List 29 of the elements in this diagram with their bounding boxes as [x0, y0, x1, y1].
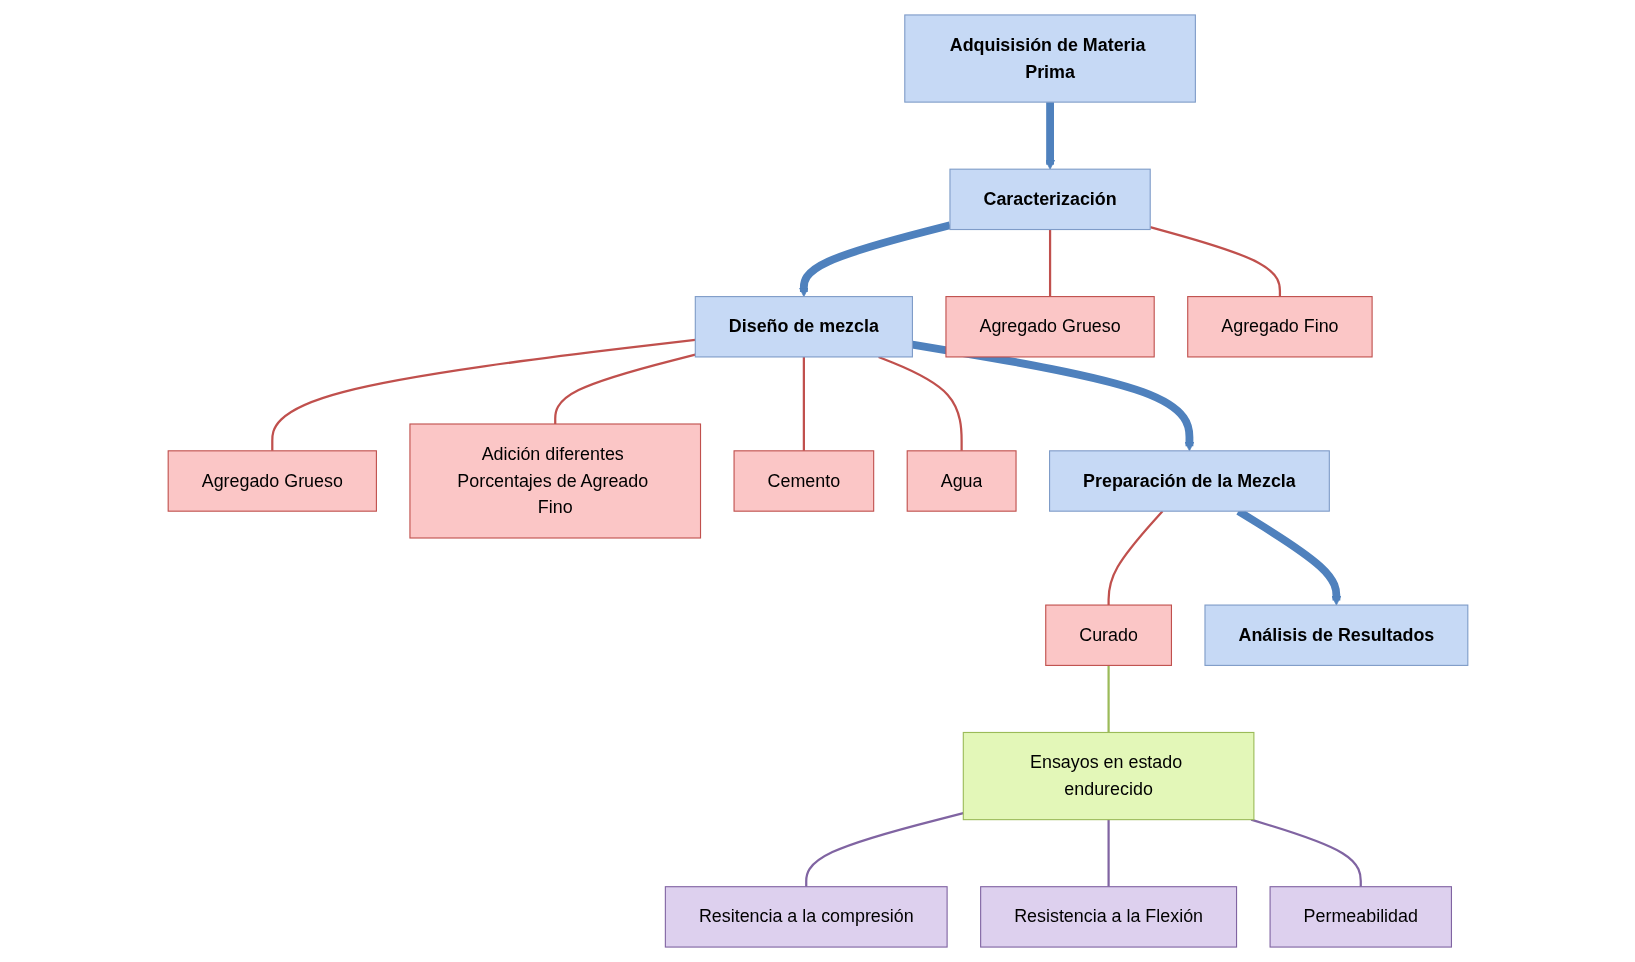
connector: [877, 355, 963, 451]
node-box: Análisis de Resultados: [1203, 604, 1468, 666]
connector: [1149, 226, 1281, 297]
connector: [553, 353, 696, 424]
connector: [1048, 229, 1051, 297]
node-box: Agregado Fino: [1186, 296, 1373, 358]
node-box: Ensayos en estado endurecido: [962, 731, 1254, 821]
node-box: Preparación de la Mezcla: [1048, 450, 1330, 512]
connector: [270, 338, 695, 451]
connector: [1107, 510, 1163, 606]
node-box: Adquisisión de Materia Prima: [903, 14, 1196, 103]
connector: [1107, 665, 1110, 733]
node-box: Agua: [906, 450, 1017, 512]
node-box: Caracterización: [948, 168, 1151, 231]
node-box: Adición diferentes Porcentajes de Agreado Fino: [408, 423, 701, 539]
connector: [1107, 819, 1110, 887]
node-box: Resistencia a la Flexión: [979, 886, 1237, 948]
arrow: [911, 340, 1194, 452]
arrow: [1044, 102, 1055, 170]
node-box: Curado: [1044, 604, 1172, 666]
arrow: [798, 221, 951, 298]
node-box: Resitencia a la compresión: [664, 886, 948, 948]
node-box: Agregado Grueso: [944, 296, 1155, 358]
node-box: Diseño de mezcla: [694, 296, 913, 358]
connector: [1250, 818, 1362, 887]
node-box: Agregado Grueso: [167, 450, 377, 512]
node-box: Permeabilidad: [1269, 886, 1452, 948]
connector: [802, 356, 805, 451]
node-box: Cemento: [733, 450, 874, 512]
